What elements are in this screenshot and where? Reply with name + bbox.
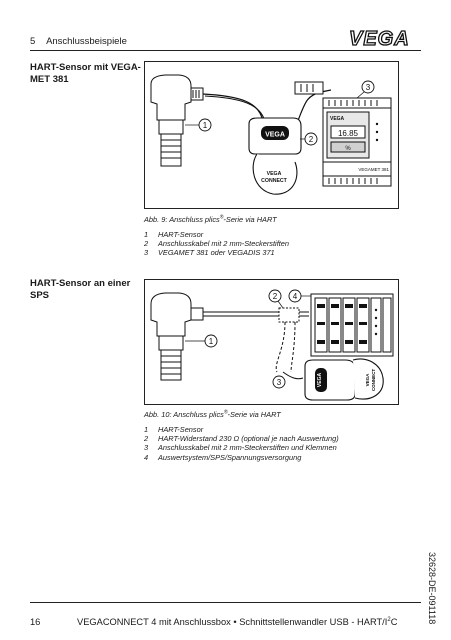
registered-mark: ® — [223, 409, 228, 416]
registered-mark: ® — [219, 214, 224, 221]
converter-brand-label: VEGA — [317, 373, 323, 388]
callout-1-label: 1 — [203, 121, 208, 130]
hart-sensor-drawing — [150, 74, 204, 167]
footer-text: VEGACONNECT 4 mit Anschlussbox • Schnitt… — [77, 617, 388, 627]
figure2-caption: Abb. 10: Anschluss plics®-Serie via HART — [144, 410, 281, 420]
callout-2-label: 2 — [309, 135, 314, 144]
figure2-side-title: HART-Sensor an einer SPS — [30, 278, 130, 302]
header-section: 5 Anschlussbeispiele — [30, 36, 127, 47]
figure1-caption-prefix: Abb. 9: Anschluss plics — [144, 215, 220, 224]
callout-3-label: 3 — [277, 378, 282, 387]
figure1-side-title: HART-Sensor mit VEGA- MET 381 — [30, 62, 141, 86]
header-rule — [30, 50, 421, 51]
section-number: 5 — [30, 36, 36, 47]
callout-1-label: 1 — [209, 337, 214, 346]
unit-model-label: VEGAMET 381 — [358, 167, 389, 172]
unit-display-value: 16.85 — [338, 129, 359, 138]
vega-logo: VEGA — [348, 27, 429, 53]
footer-title: VEGACONNECT 4 mit Anschlussbox • Schnitt… — [77, 617, 397, 627]
converter-label-line1: VEGA — [267, 171, 282, 177]
converter-label-line2: CONNECT — [261, 178, 287, 184]
figure1-caption: Abb. 9: Anschluss plics®-Serie via HART — [144, 215, 277, 225]
footer-rule — [30, 602, 421, 603]
figure2-caption-prefix: Abb. 10: Anschluss plics — [144, 410, 224, 419]
figure1-caption-suffix: -Serie via HART — [223, 215, 277, 224]
figure1-title-line: MET 381 — [30, 74, 69, 85]
vegamet-unit-drawing — [322, 97, 392, 187]
figure2-frame: VEGA VEGA CONNECT 1 — [144, 279, 399, 405]
unit-percent-label: % — [345, 146, 351, 152]
figure1-frame: VEGA VEGA CONNECT VEGA 16.85 % VEGAMET 3… — [144, 61, 399, 209]
footer-text-suffix: C — [390, 617, 398, 627]
callout-2-label: 2 — [273, 292, 278, 301]
footer-superscript: 2 — [387, 616, 391, 623]
figure2-drawing: VEGA VEGA CONNECT 1 — [150, 289, 394, 401]
figure1-callout-1: 1 — [185, 118, 212, 132]
callout-4-label: 4 — [293, 292, 298, 301]
unit-brand-label: VEGA — [330, 116, 345, 122]
figure1-callout-3: 3 — [356, 80, 375, 99]
section-title: Anschlussbeispiele — [46, 36, 127, 47]
figure1-drawing: VEGA VEGA CONNECT VEGA 16.85 % VEGAMET 3… — [150, 74, 392, 195]
converter-label-line1: VEGA — [365, 373, 370, 387]
converter-brand-label: VEGA — [265, 132, 285, 139]
figure2-caption-suffix: -Serie via HART — [227, 410, 281, 419]
figure2-title-line: SPS — [30, 290, 50, 301]
document-code: 32628-DE-091118 — [427, 552, 437, 625]
figure1-title-line: HART-Sensor mit VEGA- — [30, 62, 141, 73]
converter-label-line2: CONNECT — [371, 369, 376, 392]
vegaconnect-converter-drawing: VEGA VEGA CONNECT — [248, 117, 302, 195]
vega-logo-text: VEGA — [349, 28, 410, 48]
page-number: 16 — [30, 617, 41, 627]
figure1-callout-2: 2 — [300, 132, 318, 146]
figure2-title-line: HART-Sensor an einer — [30, 278, 131, 289]
callout-3-label: 3 — [366, 83, 371, 92]
